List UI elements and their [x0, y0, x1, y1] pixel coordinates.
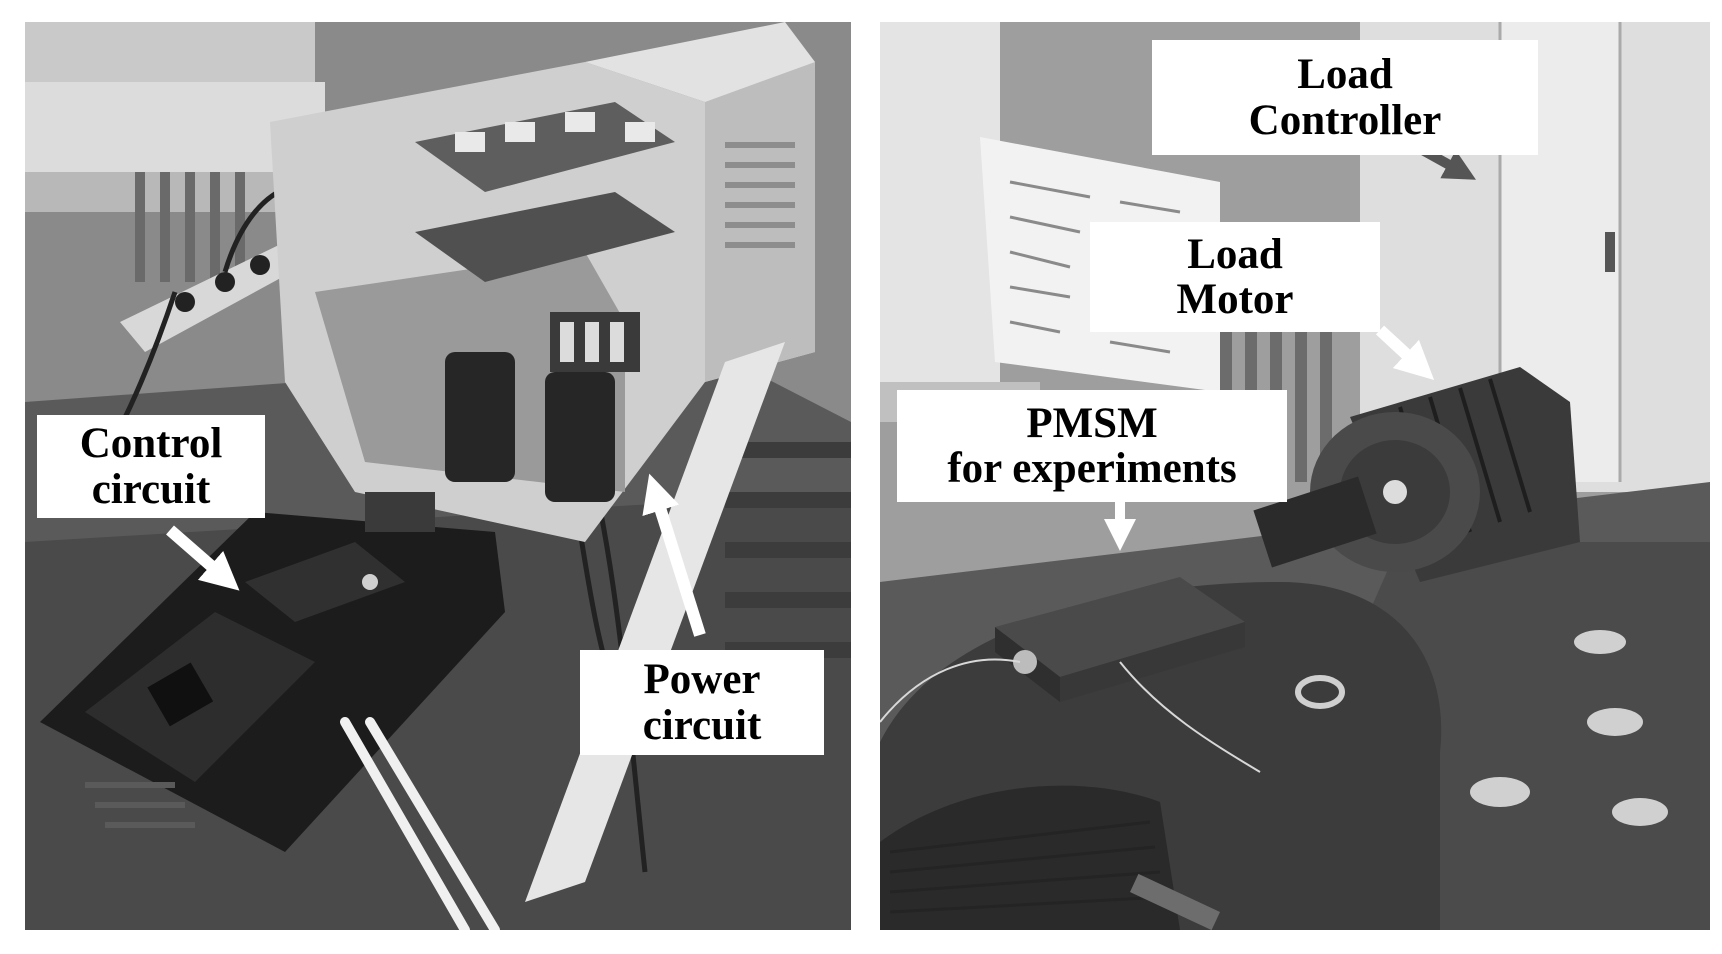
- bedplate-holes: [1470, 630, 1668, 826]
- power-strip: [120, 242, 310, 352]
- label-load-motor-line2: Motor: [1176, 276, 1294, 323]
- label-control-circuit: Control circuit: [37, 415, 265, 518]
- radiator: [135, 172, 245, 282]
- label-pmsm-line1: PMSM: [1026, 399, 1158, 447]
- label-load-controller-line2: Controller: [1248, 96, 1442, 144]
- label-pmsm: PMSM for experiments: [897, 390, 1287, 502]
- label-power-circuit-line1: Power: [643, 656, 761, 704]
- pmsm-motor: [880, 577, 1442, 930]
- label-power-circuit: Power circuit: [580, 650, 824, 755]
- load-motor: [1310, 367, 1580, 582]
- sensor-wires: [880, 658, 1261, 773]
- floor-slats: [725, 442, 851, 658]
- label-load-motor-line1: Load: [1187, 230, 1283, 278]
- coupling: [1253, 476, 1377, 568]
- inverter-cabinet: [270, 22, 815, 542]
- window: [880, 22, 1000, 382]
- probe: [340, 717, 500, 930]
- control-pcb: [40, 492, 505, 852]
- testbench-photo-illustration: [880, 22, 1710, 930]
- label-load-controller-line1: Load: [1297, 51, 1393, 99]
- label-control-circuit-line1: Control: [79, 420, 223, 468]
- label-load-motor: Load Motor: [1090, 222, 1380, 332]
- label-control-circuit-line2: circuit: [91, 465, 211, 513]
- testbench-photo: [880, 22, 1710, 930]
- label-power-circuit-line2: circuit: [642, 701, 762, 749]
- label-pmsm-line2: for experiments: [947, 445, 1237, 492]
- label-load-controller: Load Controller: [1152, 40, 1538, 155]
